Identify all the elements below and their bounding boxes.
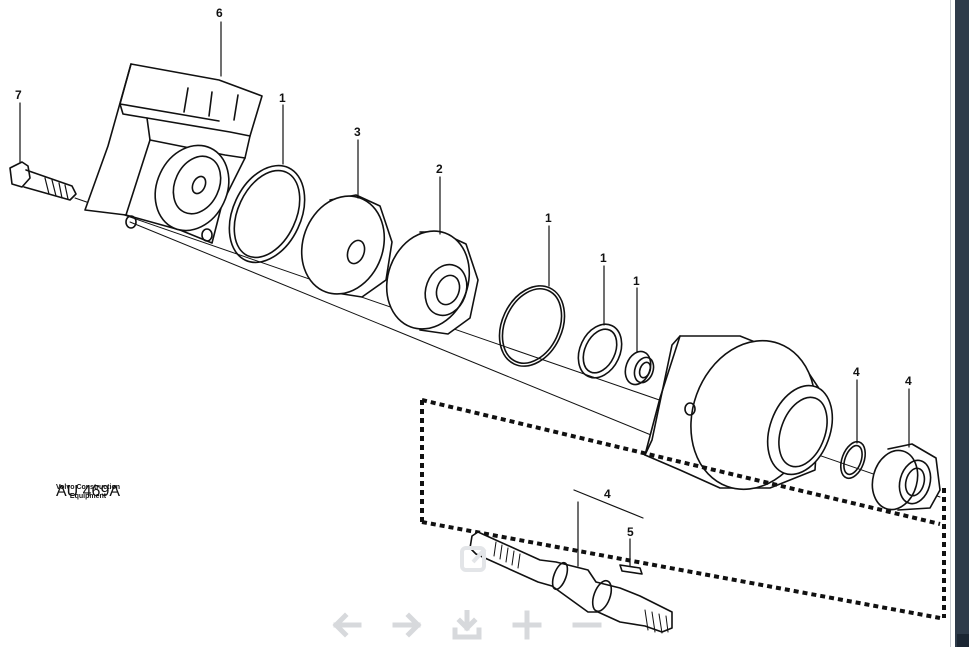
callout-5: 5 xyxy=(627,525,634,539)
callout-4a: 4 xyxy=(853,365,860,379)
guide-line xyxy=(129,221,701,456)
ring-part-1c xyxy=(577,323,623,379)
key-part-5 xyxy=(619,564,643,575)
bolt-part-7 xyxy=(9,161,77,201)
upper-housing-part-6 xyxy=(84,63,263,244)
callout-1b: 1 xyxy=(545,211,552,225)
lower-housing xyxy=(644,335,834,491)
edit-icon[interactable] xyxy=(459,543,493,577)
zoom-out-icon[interactable] xyxy=(570,608,604,642)
ring-part-4a xyxy=(839,440,867,480)
arrow-left-icon[interactable] xyxy=(330,608,364,642)
shaft-part-4 xyxy=(469,531,673,634)
scrollbar[interactable] xyxy=(950,0,969,647)
scrollbar-thumb[interactable] xyxy=(957,634,969,647)
credit-line-2: Equipment xyxy=(69,493,107,500)
o-ring-part-1b xyxy=(498,285,566,367)
bearing-part-4b xyxy=(871,443,941,511)
disc-part-3 xyxy=(300,194,393,298)
arrow-right-icon[interactable] xyxy=(390,608,424,642)
o-ring-part-1a xyxy=(228,164,306,264)
gear-part-2 xyxy=(385,230,479,335)
callout-4c: 4 xyxy=(604,487,611,501)
callout-2: 2 xyxy=(436,162,443,176)
callout-labels: 6 7 1 3 2 1 1 1 4 4 4 5 xyxy=(15,6,912,539)
figure-code: AU 469A xyxy=(55,483,121,500)
callout-7: 7 xyxy=(15,88,22,102)
callout-6: 6 xyxy=(216,6,223,20)
download-icon[interactable] xyxy=(450,608,484,642)
callout-1c: 1 xyxy=(600,251,607,265)
zoom-in-icon[interactable] xyxy=(510,608,544,642)
callout-4b: 4 xyxy=(905,374,912,388)
viewer-toolbar xyxy=(330,605,604,645)
figure-credit: Volvo Construction Equipment xyxy=(28,483,148,501)
seal-part-1d xyxy=(624,350,655,386)
scrollbar-track[interactable] xyxy=(955,0,969,647)
leader-lines xyxy=(19,21,910,567)
callout-1d: 1 xyxy=(633,274,640,288)
credit-line-1: Volvo Construction xyxy=(55,484,121,491)
callout-1a: 1 xyxy=(279,91,286,105)
shaft-group-box xyxy=(420,398,946,620)
callout-3: 3 xyxy=(354,125,361,139)
